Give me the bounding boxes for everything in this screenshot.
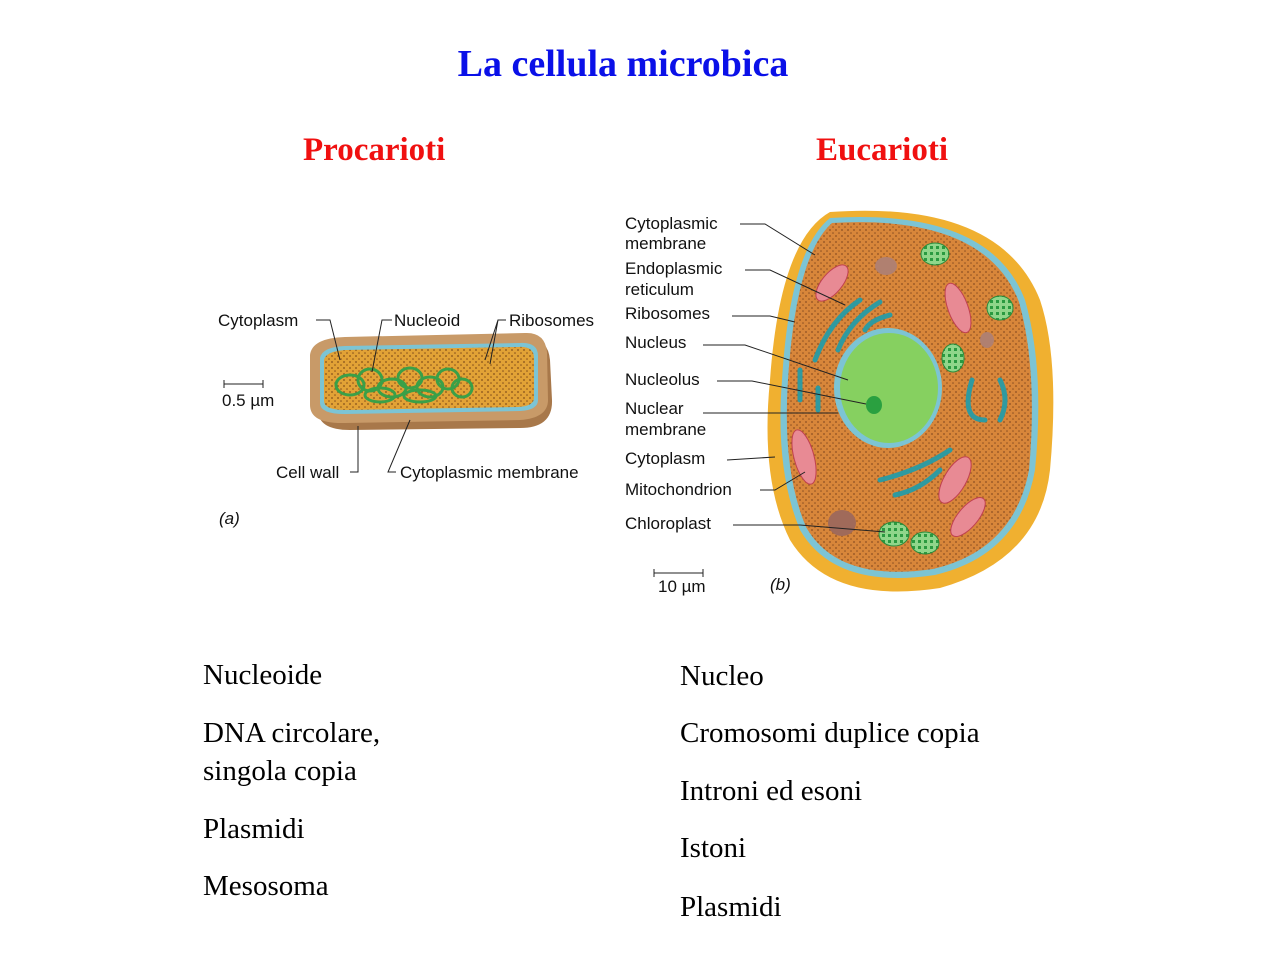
list-item: Nucleo — [680, 660, 764, 692]
label-membrane-b-1: Cytoplasmic — [625, 214, 718, 233]
list-item: Plasmidi — [680, 891, 782, 923]
label-er-2: reticulum — [625, 280, 694, 299]
label-nucleus: Nucleus — [625, 333, 686, 352]
list-item: Plasmidi — [203, 813, 305, 845]
label-nuclear-1: Nuclear — [625, 399, 684, 418]
slide-title: La cellula microbica — [457, 43, 789, 85]
prokaryote-cell — [310, 332, 553, 430]
scale-a: 0.5 µm — [222, 391, 274, 410]
label-nucleolus: Nucleolus — [625, 370, 700, 389]
list-item: Istoni — [680, 832, 747, 864]
heading-eucarioti: Eucarioti — [816, 132, 948, 168]
label-cytoplasm-a: Cytoplasm — [218, 311, 298, 330]
label-nuclear-2: membrane — [625, 420, 706, 439]
panel-b: (b) — [770, 575, 791, 594]
label-membrane-b-2: membrane — [625, 234, 706, 253]
label-membrane-a: Cytoplasmic membrane — [400, 463, 579, 482]
list-item: singola copia — [203, 755, 357, 787]
eukaryote-leaders — [653, 223, 886, 577]
prokaryote-leaders — [223, 319, 506, 473]
list-item: Cromosomi duplice copia — [680, 717, 980, 749]
list-item: Mesosoma — [203, 870, 329, 902]
label-nucleoid: Nucleoid — [394, 311, 460, 330]
label-chloroplast: Chloroplast — [625, 514, 711, 533]
label-ribosomes-a: Ribosomes — [509, 311, 594, 330]
scale-b: 10 µm — [658, 577, 706, 596]
label-cytoplasm-b: Cytoplasm — [625, 449, 705, 468]
label-ribosomes-b: Ribosomes — [625, 304, 710, 323]
list-item: Introni ed esoni — [680, 775, 863, 807]
heading-procarioti: Procarioti — [303, 132, 446, 168]
list-item: DNA circolare, — [203, 717, 381, 749]
label-cell-wall: Cell wall — [276, 463, 339, 482]
list-item: Nucleoide — [203, 659, 323, 691]
label-mitochondrion: Mitochondrion — [625, 480, 732, 499]
eukaryote-cell — [767, 210, 1054, 592]
label-er-1: Endoplasmic — [625, 259, 723, 278]
panel-a: (a) — [219, 509, 240, 528]
nucleoid-dna — [334, 366, 474, 404]
